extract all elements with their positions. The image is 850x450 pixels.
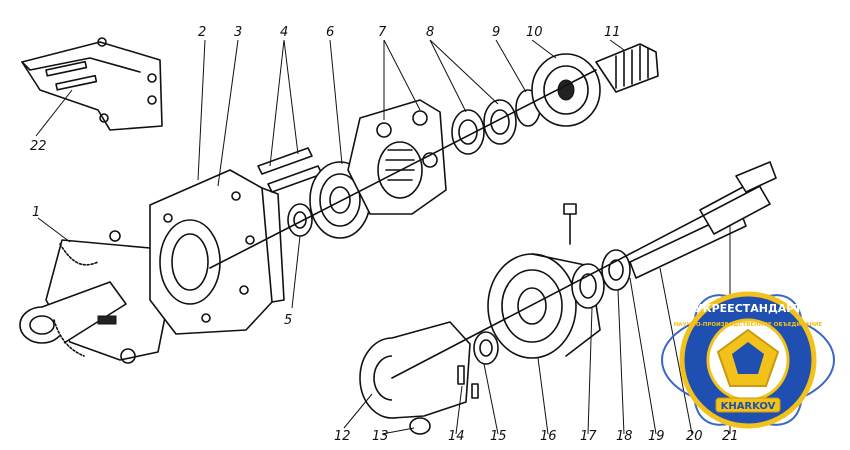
bearing-15 [473,331,499,365]
label-11: 11 [604,25,621,40]
label-12: 12 [334,429,351,444]
shaft-20-21 [629,161,777,279]
splined-shaft-11 [595,43,659,93]
label-3: 3 [234,25,242,40]
pins-14 [457,365,479,399]
ring-gear-16 [487,253,601,359]
planet-carrier-7 [347,99,447,215]
label-19: 19 [648,429,665,444]
label-20: 20 [686,429,703,444]
label-1: 1 [32,205,40,220]
watermark-logo: УКРЕЕСТАНДАРТ НАУЧНО-ПРОИЗВОДСТВЕННОЕ ОБ… [661,291,835,429]
label-5: 5 [284,313,292,328]
label-16: 16 [540,429,557,444]
label-18: 18 [616,429,633,444]
lower-axis-line [391,185,761,379]
drum-12 [359,321,471,419]
watermark-city: KHARKOV [721,401,776,412]
label-13: 13 [372,429,389,444]
label-21: 21 [722,429,739,444]
bearing-housing-9-10 [515,53,601,127]
gear-5 [287,203,313,309]
label-17: 17 [580,429,597,444]
bearing-17-18 [571,249,631,309]
label-8: 8 [426,25,434,40]
pinion-13 [409,417,431,435]
label-6: 6 [326,25,334,40]
label-9: 9 [492,25,500,40]
gear-case-2-3 [149,169,285,335]
part-labels: 1 2 3 4 5 6 7 8 9 10 11 12 13 14 15 16 1… [30,25,739,444]
bolt [563,203,577,245]
label-7: 7 [378,25,387,40]
bearings-8 [451,99,517,155]
bracket-plate-22 [21,37,163,131]
label-14: 14 [448,429,465,444]
watermark-ring-text: НАУЧНО-ПРОИЗВОДСТВЕННОЕ ОБЪЕДИНЕНИЕ [674,322,823,328]
upper-axis-line [209,69,597,269]
label-22: 22 [30,139,47,154]
flange-housing-1 [19,230,171,364]
label-10: 10 [526,25,543,40]
label-2: 2 [198,25,206,40]
watermark-arc-text: УКРЕЕСТАНДАРТ [694,302,802,315]
label-15: 15 [490,429,507,444]
label-4: 4 [280,25,288,40]
